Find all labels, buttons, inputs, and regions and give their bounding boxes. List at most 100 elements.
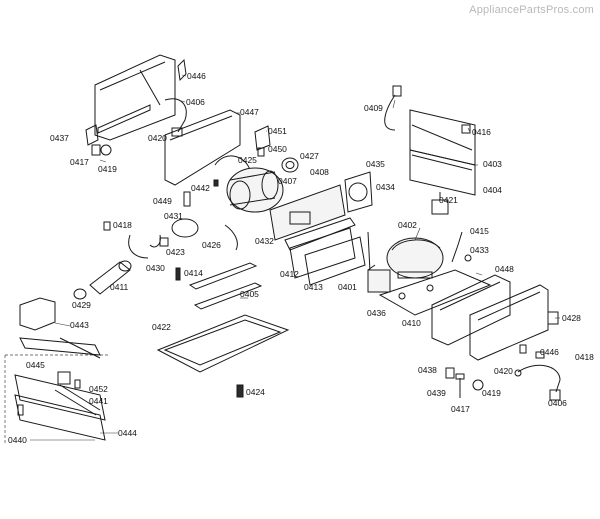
rails-0405 [188,262,263,310]
clip-0449 [183,191,191,207]
compressor-0402 [386,237,444,279]
callout-0445: 0445 [26,360,45,370]
clip-0445 [57,371,71,385]
callout-0408: 0408 [310,167,329,177]
board-0408 [269,184,346,241]
callout-0415: 0415 [470,226,489,236]
callout-0426: 0426 [202,240,221,250]
callout-0435: 0435 [366,159,385,169]
top-left-back-panel [94,54,176,141]
callout-0405: 0405 [240,289,259,299]
callout-0431: 0431 [164,211,183,221]
callout-0443: 0443 [70,320,89,330]
clip-0450 [257,147,265,157]
cord-0409 [384,85,402,131]
screw-0442 [213,179,219,187]
callout-0419-top: 0419 [98,164,117,174]
watermark: AppliancePartsPros.com [469,4,594,16]
callout-0447: 0447 [240,107,259,117]
callout-0434: 0434 [376,182,395,192]
cover-0432 [284,217,356,251]
callout-0420-right: 0420 [494,366,513,376]
upper-panel-0447 [164,109,241,186]
callout-0410: 0410 [402,318,421,328]
relay-0421 [431,192,449,215]
callout-0422: 0422 [152,322,171,332]
cap-0429 [73,288,87,300]
callout-0416: 0416 [472,127,491,137]
hose-0430 [128,234,149,259]
base-plate-0410 [378,269,492,316]
callout-0401: 0401 [338,282,357,292]
callout-0418-right: 0418 [575,352,594,362]
side-panel-right [469,284,549,361]
callout-0414: 0414 [184,268,203,278]
callout-0439: 0439 [427,388,446,398]
kick-plate-0441 [14,374,106,421]
tray-0422 [156,314,290,373]
screw-0424 [236,384,244,398]
plug-0416 [461,124,471,134]
tube-0411 [89,260,132,295]
callout-0449: 0449 [153,196,172,206]
callout-0404: 0404 [483,185,502,195]
box-0436 [367,264,391,293]
callout-0403: 0403 [483,159,502,169]
callout-0446-top: 0446 [187,71,206,81]
small-bracket-0451 [254,125,271,151]
callout-0413: 0413 [304,282,323,292]
callout-0421: 0421 [439,195,458,205]
tube-0415 [451,231,463,263]
callout-0428: 0428 [562,313,581,323]
fan-motor-0407 [226,167,284,213]
callout-0452: 0452 [89,384,108,394]
clip-0446-right [535,351,545,359]
bracket-0443 [19,297,56,331]
fitting-0438 [445,367,455,379]
callout-labels: 0446 0406 0447 0437 0420 0417 0419 0451 … [8,71,594,445]
screw-0420-right [514,369,522,377]
callout-0425: 0425 [238,155,257,165]
valve-0431-0423 [149,218,199,248]
callout-0444: 0444 [118,428,137,438]
callout-0438: 0438 [418,365,437,375]
callout-0411: 0411 [110,282,129,292]
tray-0413 [304,236,366,286]
fan-shroud-0425 [214,155,251,171]
callout-0419-right: 0419 [482,388,501,398]
panel-0404 [409,149,476,196]
screw-0439-0417 [455,373,465,398]
side-panel-0448 [431,274,511,346]
fitting-0417-0419 [91,144,112,156]
callout-0424: 0424 [246,387,265,397]
callout-0406-top: 0406 [186,97,205,107]
callout-0440: 0440 [8,435,27,445]
kick-plate-0444 [14,394,106,441]
kick-plate-group-frame [4,354,110,445]
clip-0446-top [177,58,187,82]
bushing-0427 [281,157,299,173]
callout-0406-right: 0406 [548,398,567,408]
connector-0406-top [164,98,187,137]
callout-0427: 0427 [300,151,319,161]
callout-0437: 0437 [50,133,69,143]
callout-0441: 0441 [89,396,108,406]
callout-0442: 0442 [191,183,210,193]
motor-mount-0426 [224,224,238,251]
fitting-0419-right [472,379,484,391]
screw-0433 [464,254,472,262]
callout-0412: 0412 [280,269,299,279]
callout-0423: 0423 [166,247,185,257]
callout-0429: 0429 [72,300,91,310]
bracket-0437 [85,124,99,146]
clip-0452 [74,379,81,389]
callout-0420-top: 0420 [148,133,167,143]
callout-0418-left: 0418 [113,220,132,230]
leader-lines [30,74,560,441]
callout-0430: 0430 [146,263,165,273]
callout-0450: 0450 [268,144,287,154]
fan-0435-0434 [344,171,373,213]
callout-0432: 0432 [255,236,274,246]
callout-0446-right: 0446 [540,347,559,357]
